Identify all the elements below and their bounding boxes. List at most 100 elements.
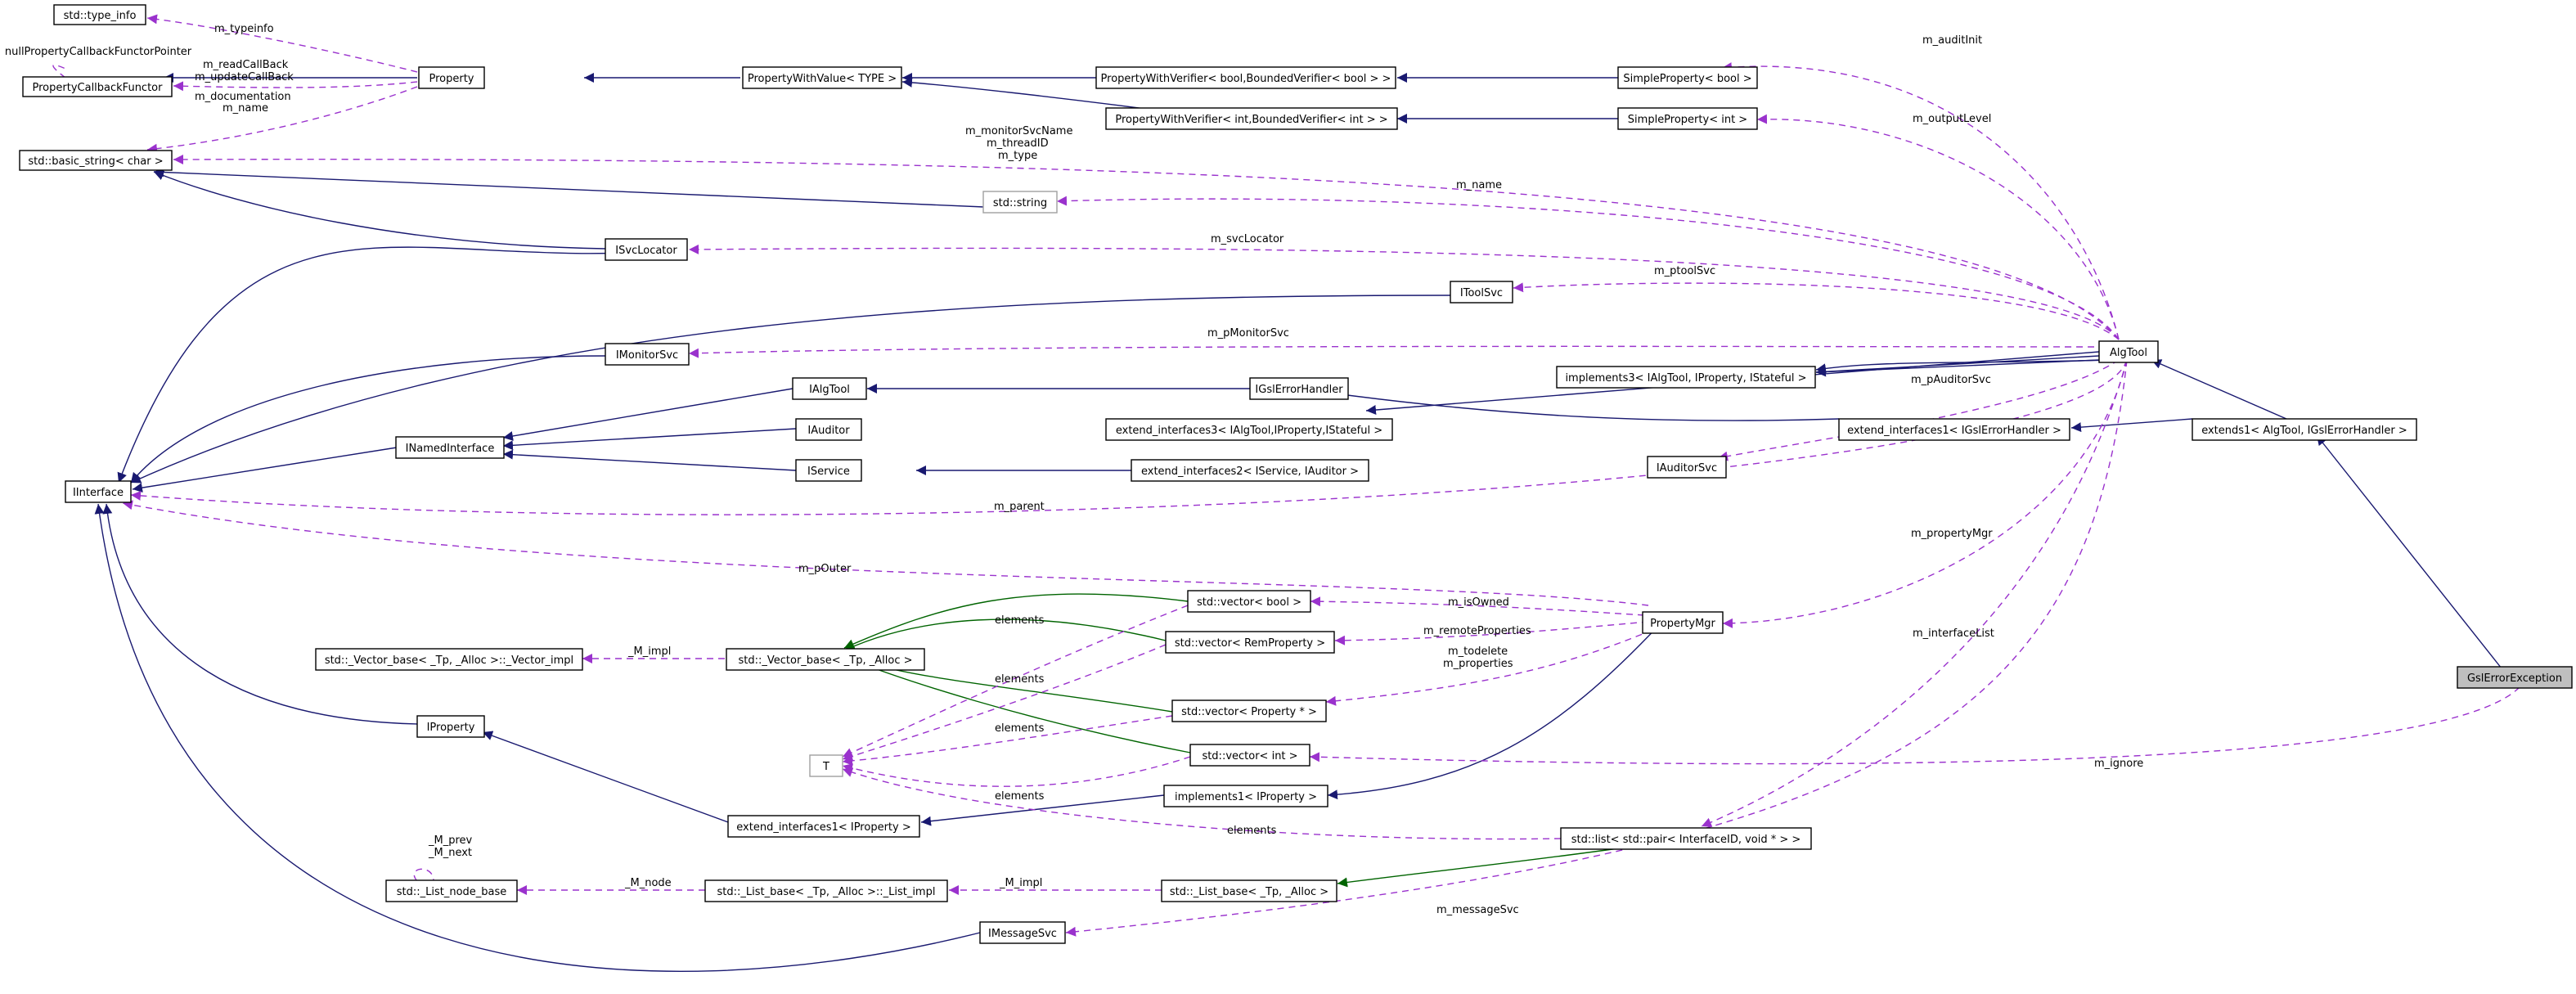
class-node-type-info[interactable]: std::type_info bbox=[53, 4, 146, 25]
edge-labels: m_typeinfo m_readCallBack m_updateCallBa… bbox=[195, 23, 2143, 916]
svg-text:std::vector< int >: std::vector< int > bbox=[1202, 750, 1297, 762]
svg-text:IInterface: IInterface bbox=[73, 487, 124, 499]
class-node-imessagesvc[interactable]: IMessageSvc bbox=[979, 921, 1066, 944]
class-node-std-string[interactable]: std::string bbox=[982, 191, 1058, 214]
svg-text:implements3< IAlgTool, IProper: implements3< IAlgTool, IProperty, IState… bbox=[1565, 372, 1806, 385]
inheritance-edges bbox=[94, 73, 2502, 972]
edge-label: m_typeinfo bbox=[214, 23, 274, 35]
svg-text:std::vector< bool >: std::vector< bool > bbox=[1197, 596, 1301, 609]
edge-label: m_updateCallBack bbox=[195, 71, 294, 83]
svg-text:std::basic_string< char >: std::basic_string< char > bbox=[28, 155, 163, 168]
edge-label: elements bbox=[995, 722, 1045, 735]
class-node-list-node-base[interactable]: std::_List_node_base bbox=[385, 879, 518, 902]
class-node-list-pair[interactable]: std::list< std::pair< InterfaceID, void … bbox=[1560, 827, 1812, 850]
edge-label: m_messageSvc bbox=[1436, 904, 1519, 916]
class-node-vector-bool[interactable]: std::vector< bool > bbox=[1187, 590, 1311, 613]
svg-text:std::string: std::string bbox=[993, 197, 1047, 209]
class-node-inamedinterface[interactable]: INamedInterface bbox=[395, 436, 505, 459]
class-node-vector-int[interactable]: std::vector< int > bbox=[1189, 744, 1310, 767]
class-node-propertymgr[interactable]: PropertyMgr bbox=[1642, 611, 1724, 634]
edge-label: m_parent bbox=[994, 501, 1045, 513]
class-node-list-impl[interactable]: std::_List_base< _Tp, _Alloc >::_List_im… bbox=[704, 879, 948, 902]
edge-label: m_auditInit bbox=[1922, 34, 1982, 47]
svg-text:IMessageSvc: IMessageSvc bbox=[988, 928, 1057, 940]
class-node-ialgtool[interactable]: IAlgTool bbox=[792, 377, 867, 400]
class-node-itoolsvc[interactable]: IToolSvc bbox=[1450, 281, 1513, 304]
class-node-iproperty[interactable]: IProperty bbox=[416, 715, 485, 738]
class-node-null-callback[interactable]: nullPropertyCallbackFunctorPointer bbox=[5, 46, 192, 58]
class-node-simple-property-bool[interactable]: SimpleProperty< bool > bbox=[1617, 66, 1758, 89]
svg-text:extend_interfaces2< IService,: extend_interfaces2< IService, IAuditor > bbox=[1141, 466, 1359, 478]
class-node-vector-impl[interactable]: std::_Vector_base< _Tp, _Alloc >::_Vecto… bbox=[315, 648, 583, 671]
edge-label: m_remoteProperties bbox=[1423, 625, 1531, 637]
class-node-list-base[interactable]: std::_List_base< _Tp, _Alloc > bbox=[1161, 879, 1337, 902]
svg-text:extends1< AlgTool, IGslErrorHa: extends1< AlgTool, IGslErrorHandler > bbox=[2201, 425, 2407, 437]
class-node-extend-interfaces2[interactable]: extend_interfaces2< IService, IAuditor > bbox=[1131, 459, 1369, 482]
class-node-property-with-value[interactable]: PropertyWithValue< TYPE > bbox=[742, 66, 902, 89]
svg-text:AlgTool: AlgTool bbox=[2110, 347, 2147, 359]
class-node-isvclocator[interactable]: ISvcLocator bbox=[605, 238, 688, 261]
class-node-igslerrorhandler[interactable]: IGslErrorHandler bbox=[1249, 377, 1349, 400]
svg-text:std::list< std::pair< Interfac: std::list< std::pair< InterfaceID, void … bbox=[1571, 834, 1801, 846]
class-node-t[interactable]: T bbox=[809, 754, 843, 777]
class-node-property[interactable]: Property bbox=[418, 66, 485, 89]
class-node-extend-interfaces1-gsl[interactable]: extend_interfaces1< IGslErrorHandler > bbox=[1838, 418, 2070, 441]
edge-label: m_svcLocator bbox=[1211, 233, 1284, 245]
svg-text:IToolSvc: IToolSvc bbox=[1460, 287, 1503, 299]
svg-text:std::vector< RemProperty >: std::vector< RemProperty > bbox=[1175, 637, 1325, 650]
class-node-extends1[interactable]: extends1< AlgTool, IGslErrorHandler > bbox=[2192, 418, 2417, 441]
svg-text:IGslErrorHandler: IGslErrorHandler bbox=[1255, 384, 1343, 396]
edge-label: m_threadID bbox=[987, 137, 1049, 150]
edge-label: m_readCallBack bbox=[203, 59, 289, 71]
class-node-iauditor[interactable]: IAuditor bbox=[795, 418, 862, 441]
class-node-pwv-bool[interactable]: PropertyWithVerifier< bool,BoundedVerifi… bbox=[1095, 66, 1396, 89]
class-node-simple-property-int[interactable]: SimpleProperty< int > bbox=[1617, 107, 1758, 130]
edge-label: m_outputLevel bbox=[1913, 113, 1991, 125]
class-node-imonitorsvc[interactable]: IMonitorSvc bbox=[605, 343, 690, 366]
class-node-implements3[interactable]: implements3< IAlgTool, IProperty, IState… bbox=[1556, 366, 1816, 389]
svg-text:GslErrorException: GslErrorException bbox=[2467, 672, 2562, 685]
svg-text:std::_Vector_base< _Tp, _Alloc: std::_Vector_base< _Tp, _Alloc >::_Vecto… bbox=[325, 654, 573, 667]
svg-text:std::type_info: std::type_info bbox=[64, 10, 137, 22]
class-node-vector-remproperty[interactable]: std::vector< RemProperty > bbox=[1165, 631, 1335, 654]
class-node-iauditorsvc[interactable]: IAuditorSvc bbox=[1647, 456, 1727, 479]
class-node-extend-interfaces1-iproperty[interactable]: extend_interfaces1< IProperty > bbox=[727, 815, 920, 838]
svg-text:PropertyWithVerifier< int,Boun: PropertyWithVerifier< int,BoundedVerifie… bbox=[1115, 114, 1387, 126]
edge-label: elements bbox=[995, 614, 1045, 627]
svg-text:std::_List_node_base: std::_List_node_base bbox=[397, 886, 507, 898]
svg-text:IAuditor: IAuditor bbox=[807, 425, 850, 437]
svg-text:extend_interfaces1< IGslErrorH: extend_interfaces1< IGslErrorHandler > bbox=[1847, 425, 2061, 437]
class-node-pwv-int[interactable]: PropertyWithVerifier< int,BoundedVerifie… bbox=[1105, 107, 1398, 130]
svg-text:PropertyMgr: PropertyMgr bbox=[1650, 618, 1715, 630]
class-node-basic-string[interactable]: std::basic_string< char > bbox=[19, 150, 173, 171]
class-node-implements1-iproperty[interactable]: implements1< IProperty > bbox=[1163, 785, 1328, 807]
svg-text:implements1< IProperty >: implements1< IProperty > bbox=[1175, 791, 1317, 803]
class-node-vector-property-ptr[interactable]: std::vector< Property * > bbox=[1171, 699, 1327, 722]
svg-text:PropertyCallbackFunctor: PropertyCallbackFunctor bbox=[33, 82, 164, 94]
edge-label: m_pOuter bbox=[798, 563, 852, 575]
class-node-iinterface[interactable]: IInterface bbox=[65, 480, 132, 503]
edge-label: _M_impl bbox=[627, 645, 671, 658]
class-node-iservice[interactable]: IService bbox=[795, 459, 862, 482]
svg-text:IAlgTool: IAlgTool bbox=[809, 384, 850, 396]
edge-label: m_ignore bbox=[2094, 758, 2143, 770]
svg-text:ISvcLocator: ISvcLocator bbox=[615, 245, 677, 257]
class-node-algtool[interactable]: AlgTool bbox=[2098, 340, 2159, 363]
class-node-property-callback-functor[interactable]: PropertyCallbackFunctor bbox=[22, 76, 173, 97]
svg-text:PropertyWithVerifier< bool,Bou: PropertyWithVerifier< bool,BoundedVerifi… bbox=[1101, 73, 1391, 85]
svg-text:IProperty: IProperty bbox=[427, 722, 475, 734]
svg-text:extend_interfaces1< IProperty: extend_interfaces1< IProperty > bbox=[736, 821, 910, 834]
svg-text:extend_interfaces3< IAlgTool,I: extend_interfaces3< IAlgTool,IProperty,I… bbox=[1116, 425, 1382, 437]
class-node-vector-base[interactable]: std::_Vector_base< _Tp, _Alloc > bbox=[726, 648, 925, 671]
usage-edges bbox=[52, 14, 2520, 937]
class-node-extend-interfaces3[interactable]: extend_interfaces3< IAlgTool,IProperty,I… bbox=[1105, 418, 1393, 441]
svg-text:PropertyWithValue< TYPE >: PropertyWithValue< TYPE > bbox=[748, 73, 897, 85]
edge-label: m_propertyMgr bbox=[1911, 528, 1993, 540]
edge-label: _M_next bbox=[428, 847, 472, 859]
edge-label: _M_impl bbox=[999, 877, 1042, 889]
svg-text:T: T bbox=[822, 761, 829, 773]
class-node-gslerrorexception[interactable]: GslErrorException bbox=[2457, 666, 2573, 689]
edge-label: m_documentation bbox=[195, 91, 291, 103]
svg-text:nullPropertyCallbackFunctorPoi: nullPropertyCallbackFunctorPointer bbox=[5, 46, 192, 58]
